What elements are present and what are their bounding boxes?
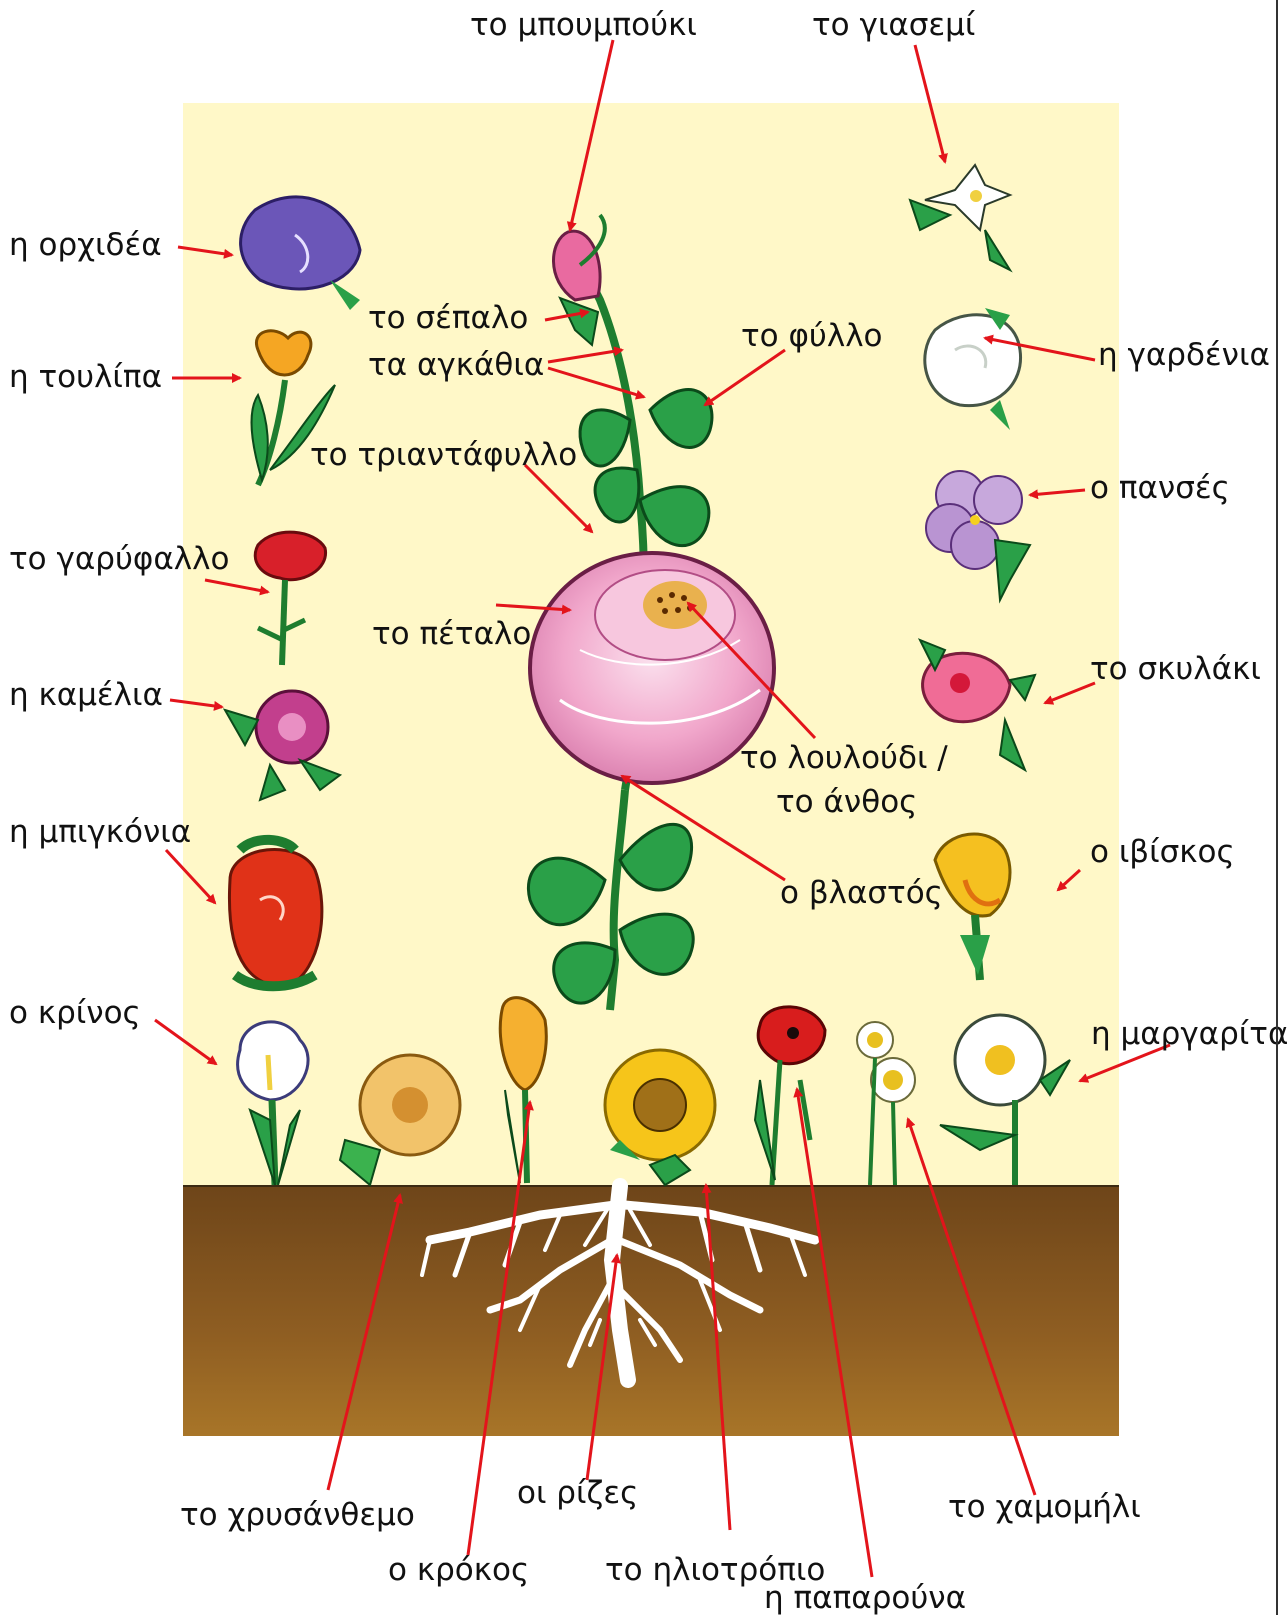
page-border <box>1276 0 1278 1615</box>
label-lily: ο κρίνος <box>9 995 141 1031</box>
label-orchid: η ορχιδέα <box>9 227 162 263</box>
label-poppy: η παπαρούνα <box>764 1580 966 1616</box>
label-gardenia: η γαρδένια <box>1098 337 1270 373</box>
label-bud: το μπουμπούκι <box>470 7 697 43</box>
label-leaf: το φύλλο <box>741 318 883 354</box>
label-thorns: τα αγκάθια <box>368 347 544 383</box>
label-sepal: το σέπαλο <box>368 300 528 336</box>
label-tulip: η τουλίπα <box>9 359 162 395</box>
label-begonia: η μπιγκόνια <box>9 814 191 850</box>
label-jasmine: το γιασεμί <box>812 7 975 43</box>
label-roots: οι ρίζες <box>517 1475 638 1511</box>
soil <box>183 1186 1119 1436</box>
label-rose: το τριαντάφυλλο <box>310 437 577 473</box>
begonia-illustration <box>229 840 321 986</box>
label-snapdragon: το σκυλάκι <box>1090 651 1261 687</box>
label-flower-line2: το άνθος <box>776 784 917 820</box>
label-chrysanthemum: το χρυσάνθεμο <box>180 1497 415 1533</box>
label-stem: ο βλαστός <box>780 875 943 911</box>
label-camellia: η καμέλια <box>9 677 163 713</box>
label-hibiscus: ο ιβίσκος <box>1090 834 1235 870</box>
label-carnation: το γαρύφαλλο <box>9 541 229 577</box>
label-daisy: η μαργαρίτα <box>1091 1016 1288 1052</box>
label-crocus: ο κρόκος <box>388 1552 529 1588</box>
label-petal: το πέταλο <box>372 616 531 652</box>
label-pansy: ο πανσές <box>1090 470 1230 506</box>
label-chamomile: το χαμομήλι <box>948 1489 1141 1525</box>
label-flower-line1: το λουλούδι / <box>740 740 948 776</box>
